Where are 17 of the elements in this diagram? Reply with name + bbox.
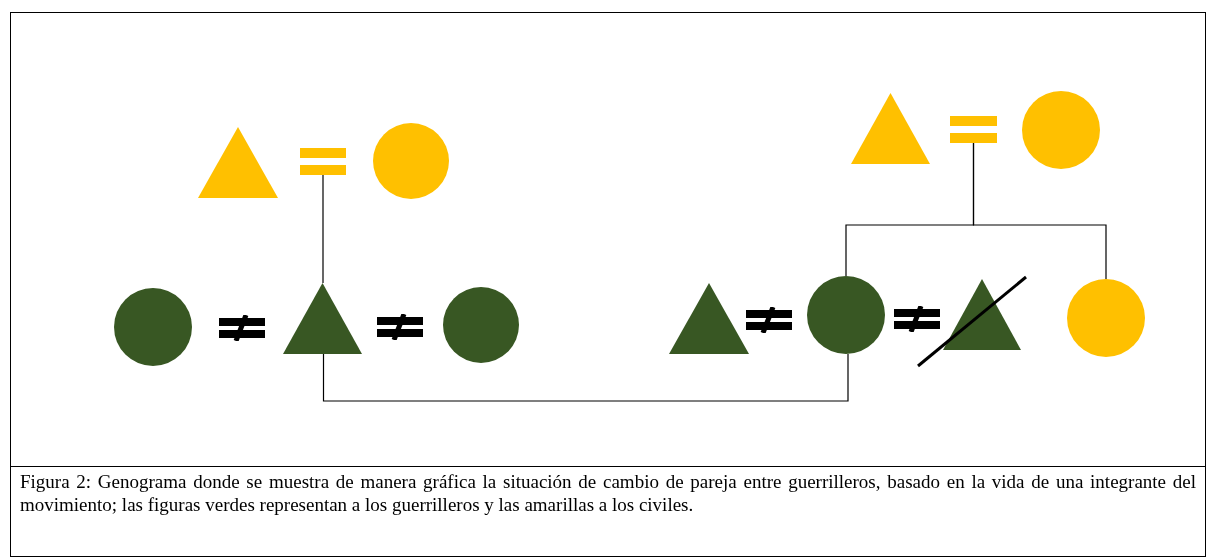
circle-symbol: [114, 288, 192, 366]
figure-caption: Figura 2: Genograma donde se muestra de manera gráfica la situación de cambio de pareja entre guerrilleros, basado en la vida de una integrante del movimiento; las figuras verdes representan a los guerrilleros y las amarillas a los civiles.: [20, 470, 1196, 516]
circle-symbol: [1022, 91, 1100, 169]
triangle-symbol: [851, 93, 930, 164]
circle-symbol: [807, 276, 885, 354]
connector-line: [322, 353, 849, 402]
circle-symbol: [1067, 279, 1145, 357]
marriage-sign: [300, 148, 346, 175]
connector-line: [322, 174, 324, 284]
crossed-triangle-symbol: [917, 276, 1027, 368]
triangle-symbol: [198, 127, 278, 198]
triangle-symbol: [283, 283, 362, 354]
circle-symbol: [373, 123, 449, 199]
triangle-symbol: [669, 283, 749, 354]
circle-symbol: [443, 287, 519, 363]
connector-line: [972, 142, 1107, 280]
marriage-sign: [950, 116, 997, 143]
